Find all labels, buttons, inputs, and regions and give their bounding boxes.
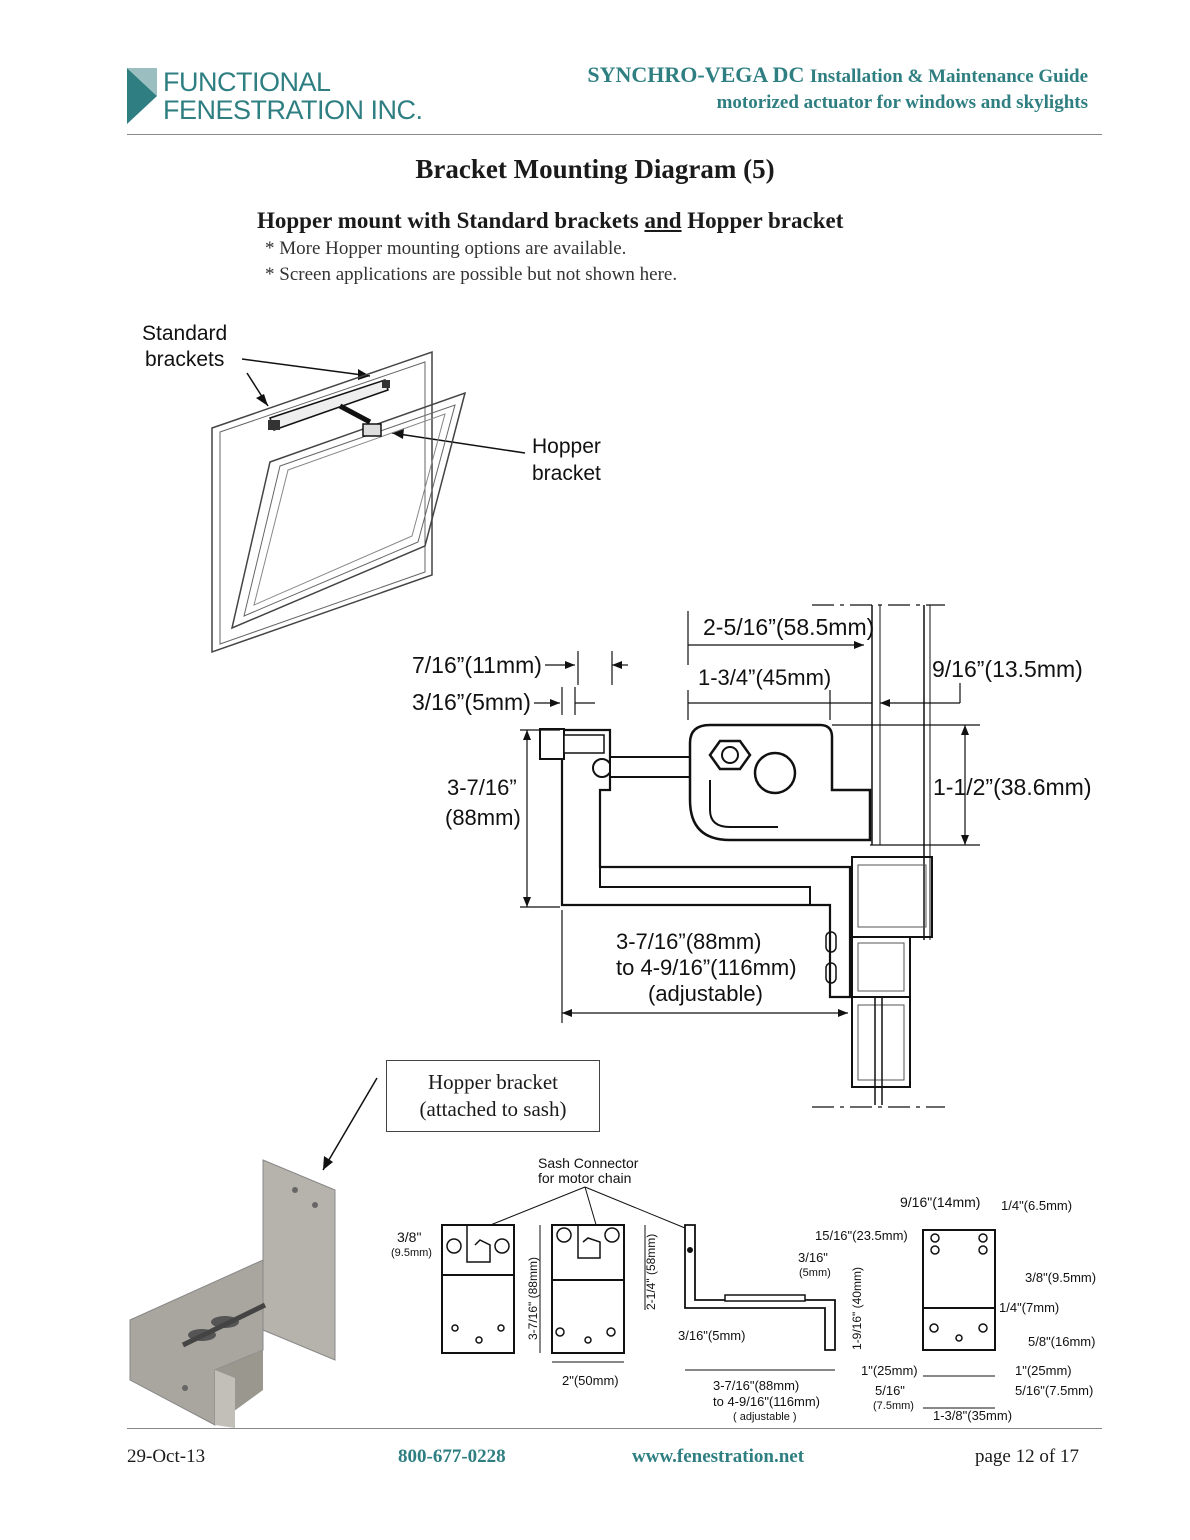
logo-line-2: FENESTRATION INC.: [163, 95, 423, 125]
label-hopper: Hopper: [532, 435, 601, 458]
footer-phone[interactable]: 800-677-0228: [398, 1446, 506, 1467]
section-heading-part2: Hopper bracket: [687, 208, 844, 233]
dim-2-1-4: 2-1/4" (58mm): [644, 1234, 658, 1310]
product-name: SYNCHRO-VEGA DC: [587, 62, 805, 87]
sash-connector-label-2: for motor chain: [538, 1170, 631, 1186]
dim-1-9-16: 1-9/16" (40mm): [850, 1267, 864, 1350]
dim-5-16-a-mm: (7.5mm): [873, 1400, 914, 1412]
dim-1-b: 1"(25mm): [1015, 1363, 1072, 1378]
dim-3-8-mm: (9.5mm): [391, 1247, 432, 1259]
dim-3-16-a: 3/16"(5mm): [678, 1328, 745, 1343]
header-subtitle: motorized actuator for windows and skyli…: [716, 92, 1088, 113]
hopper-bracket-photo: [129, 1077, 378, 1428]
callout-line-1: Hopper bracket: [427, 1070, 559, 1094]
section-heading-and: and: [644, 208, 682, 233]
footer-divider: [127, 1428, 1102, 1429]
dim-range-1: 3-7/16”(88mm): [616, 929, 761, 954]
footer-website-link[interactable]: www.fenestration.net: [632, 1446, 805, 1467]
document-header: SYNCHRO-VEGA DC Installation & Maintenan…: [587, 62, 1088, 114]
section-heading: Hopper mount with Standard brackets and …: [257, 208, 843, 234]
dim-range-3: (adjustable): [648, 981, 763, 1006]
section-heading-part1: Hopper mount with Standard brackets: [257, 208, 639, 233]
guide-title: Installation & Maintenance Guide: [809, 66, 1088, 87]
dim-2-5-16: 2-5/16”(58.5mm): [703, 614, 874, 640]
note-item: * Screen applications are possible but n…: [265, 264, 678, 285]
dim-adjust-1: 3-7/16"(88mm): [713, 1378, 799, 1393]
cross-section-diagram: 2-5/16”(58.5mm) 1-3/4”(45mm) 9/16”(13.5m…: [412, 604, 1091, 1108]
dim-15-16: 15/16"(23.5mm): [815, 1228, 908, 1243]
note-item: * More Hopper mounting options are avail…: [265, 238, 627, 259]
dim-3-16-b-mm: (5mm): [799, 1267, 831, 1279]
dim-5-16-a: 5/16": [875, 1383, 905, 1398]
dim-adjust-3: ( adjustable ): [733, 1411, 797, 1423]
dim-1-4-a: 1/4"(6.5mm): [1001, 1198, 1072, 1213]
dim-3-8: 3/8": [397, 1229, 421, 1245]
dim-1-a: 1"(25mm): [861, 1363, 918, 1378]
label-brackets: brackets: [145, 348, 224, 371]
hopper-bracket-callout: Hopper bracket (attached to sash): [386, 1060, 600, 1132]
dim-7-16: 7/16”(11mm): [412, 652, 542, 678]
company-logo-text: FUNCTIONAL FENESTRATION INC.: [163, 68, 423, 124]
label-standard: Standard: [142, 322, 227, 345]
dim-adjust-2: to 4-9/16"(116mm): [713, 1394, 820, 1409]
footer-page-number: page 12 of 17: [975, 1446, 1079, 1467]
dim-3-7-16-vertical: 3-7/16" (88mm): [526, 1257, 540, 1340]
dim-3-8-b: 3/8"(9.5mm): [1025, 1270, 1096, 1285]
dim-9-16: 9/16”(13.5mm): [932, 656, 1083, 682]
logo-line-1: FUNCTIONAL: [163, 67, 331, 97]
label-bracket: bracket: [532, 462, 601, 485]
dim-88mm: (88mm): [445, 805, 521, 830]
dim-3-7-16-height: 3-7/16”: [447, 775, 517, 800]
window-illustration: Standard brackets Hopper bracket: [142, 322, 601, 654]
dim-1-4-b: 1/4"(7mm): [999, 1300, 1059, 1315]
dim-1-3-8: 1-3/8"(35mm): [933, 1408, 1012, 1423]
callout-line-2: (attached to sash): [419, 1097, 567, 1121]
dimension-detail-drawings: Sash Connector for motor chain 3/8" (9.5…: [391, 1155, 1096, 1423]
dim-range-2: to 4-9/16”(116mm): [616, 955, 797, 980]
dim-5-8: 5/8"(16mm): [1028, 1334, 1095, 1349]
page-title: Bracket Mounting Diagram (5): [415, 154, 775, 184]
dim-5-16-b: 5/16"(7.5mm): [1015, 1383, 1093, 1398]
dim-3-16: 3/16”(5mm): [412, 689, 531, 715]
dim-3-16-b: 3/16": [798, 1250, 828, 1265]
dim-1-3-4: 1-3/4”(45mm): [698, 665, 831, 690]
header-divider: [127, 134, 1102, 135]
dim-2-50mm: 2"(50mm): [562, 1373, 619, 1388]
footer-date: 29-Oct-13: [127, 1446, 206, 1467]
company-logo-icon: [127, 68, 157, 124]
dim-9-16-small: 9/16"(14mm): [900, 1194, 980, 1210]
sash-connector-label: Sash Connector: [538, 1155, 639, 1171]
dim-1-1-2: 1-1/2”(38.6mm): [933, 774, 1091, 800]
